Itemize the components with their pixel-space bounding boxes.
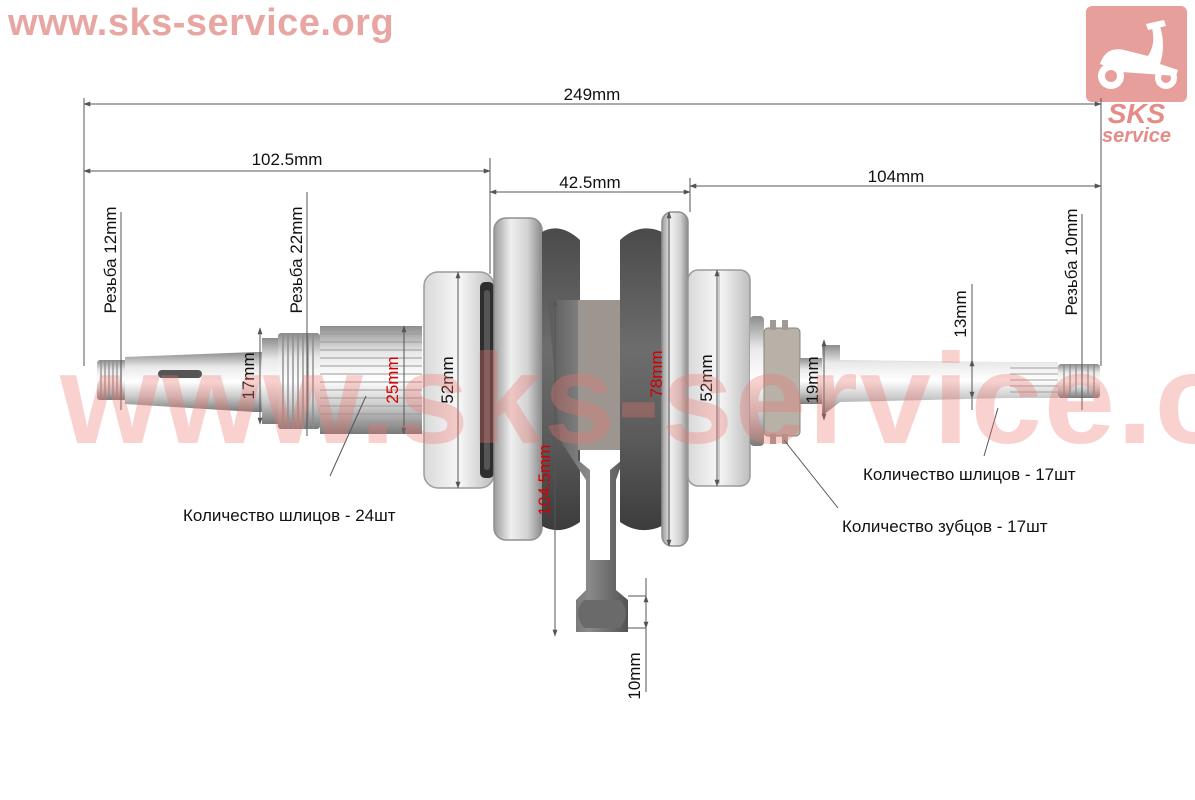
label-rod-end-width: 10mm <box>625 652 644 699</box>
label-right-shaft-length: 104mm <box>868 167 925 186</box>
callout-right-splines: Количество шлицов - 17шт <box>863 465 1076 484</box>
left-shaft <box>125 352 262 412</box>
scooter-icon <box>1086 6 1187 102</box>
sks-logo: SKS service <box>1086 6 1187 146</box>
logo-text-service: service <box>1102 125 1171 147</box>
label-left-spline-thread: Резьба 22mm <box>287 206 306 313</box>
key-slot <box>158 370 202 378</box>
label-right-shaft-dia: 13mm <box>951 290 970 337</box>
connecting-rod <box>548 300 630 632</box>
leader-left-splines <box>329 395 367 477</box>
center-watermark: www.sks-service.org <box>60 328 1195 471</box>
label-left-shaft-dia: 17mm <box>239 352 258 399</box>
callout-gear-teeth: Количество зубцов - 17шт <box>842 517 1048 536</box>
label-flywheel-dia: 78mm <box>647 350 666 397</box>
leader-right-splines <box>983 407 999 457</box>
label-spline-dia: 25mm <box>383 356 402 403</box>
label-left-thread: Резьба 12mm <box>101 206 120 313</box>
label-rod-length: 104.5mm <box>535 445 554 516</box>
label-gear-dia: 19mm <box>803 356 822 403</box>
right-shaft <box>800 345 1100 416</box>
label-left-shaft-length: 102.5mm <box>252 150 323 169</box>
left-thread-collar <box>262 333 320 429</box>
logo-text-sks: SKS <box>1107 98 1166 129</box>
label-right-bearing-dia: 52mm <box>697 354 716 401</box>
label-overall-length: 249mm <box>564 85 621 104</box>
label-right-thread: Резьба 10mm <box>1062 208 1081 315</box>
callout-left-splines: Количество шлицов - 24шт <box>183 506 396 525</box>
dimension-lines <box>83 98 1102 692</box>
site-url-watermark: www.sks-service.org <box>8 2 395 44</box>
label-left-bearing-dia: 52mm <box>438 356 457 403</box>
label-flywheel-width: 42.5mm <box>559 173 620 192</box>
leader-gear-teeth <box>783 439 839 509</box>
